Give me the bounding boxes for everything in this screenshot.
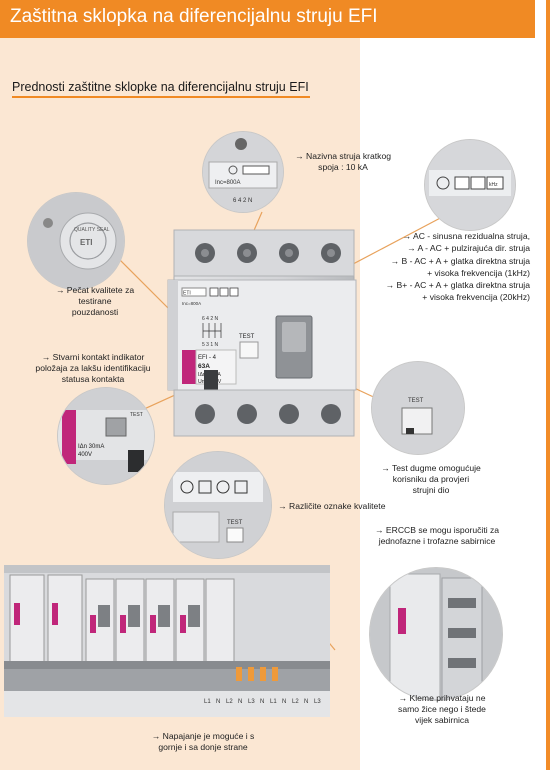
- busbar-mark: N: [260, 699, 264, 705]
- right-accent-strip: [546, 0, 550, 770]
- quality-seal-circle: QUALITY SEAL ETI: [28, 193, 124, 289]
- short-circuit-detail-circle: Inc=800A 6 4 2 N: [203, 132, 283, 212]
- busbar-mark: N: [238, 699, 242, 705]
- busbar-photo: L1 N L2 N L3 N L1 N L2 N L3: [4, 565, 330, 717]
- eti-brand-bar: [182, 350, 196, 384]
- busbar-mark: L2: [226, 699, 233, 705]
- page-title: Zaštitna sklopka na diferencijalnu struj…: [10, 6, 378, 27]
- residual-types-detail-circle: kHz: [425, 140, 515, 230]
- section-heading-underline: [12, 96, 310, 98]
- busbar-mark: L1: [204, 699, 211, 705]
- device-model-label: EFI - 4: [198, 355, 217, 361]
- test-button-shape: [239, 341, 259, 359]
- device-rating-label: 63A: [198, 363, 210, 370]
- svg-text:TEST: TEST: [130, 412, 143, 418]
- seal-mark: ETI: [80, 238, 92, 247]
- busbar-mark: L3: [314, 699, 321, 705]
- callout-residual-types: → AC - sinusna rezidualna struja, → A - …: [385, 231, 531, 303]
- callout-contact-indicator: → Stvarni kontakt indikator položaja za …: [35, 352, 151, 384]
- busbar-mark: N: [282, 699, 286, 705]
- quality-marks-circle: TEST: [165, 452, 271, 558]
- svg-text:TEST: TEST: [408, 398, 424, 404]
- device-test-label: TEST: [239, 334, 255, 340]
- device-terminals-top: 6 4 2 N: [202, 316, 219, 322]
- device-illustration: EFI - 4 63A IΔn 30mA Un ~400V ETI Inc=80…: [167, 229, 357, 437]
- svg-text:kHz: kHz: [489, 182, 498, 188]
- svg-text:TEST: TEST: [227, 520, 243, 526]
- busbar-mark: L2: [292, 699, 299, 705]
- svg-text:400V: 400V: [78, 452, 92, 458]
- contact-indicator-circle: IΔn 30mA 400V TEST: [58, 388, 154, 484]
- seal-text: QUALITY SEAL: [74, 227, 110, 233]
- callout-supply: → Napajanje je moguće i s gornje i sa do…: [151, 731, 255, 752]
- test-button-circle: TEST: [372, 362, 464, 454]
- connector-quality-seal: [114, 254, 171, 311]
- busbar-mark: N: [304, 699, 308, 705]
- busbar-mark: N: [216, 699, 220, 705]
- device-terminals-bottom: 5 3 1 N: [202, 342, 219, 348]
- busbar-mark: L1: [270, 699, 277, 705]
- contact-indicator-window: [204, 370, 218, 390]
- callout-quality-marks: → Različite oznake kvalitete: [278, 501, 386, 511]
- svg-text:Inc=800A: Inc=800A: [215, 180, 241, 186]
- title-bar: Zaštitna sklopka na diferencijalnu struj…: [0, 0, 535, 38]
- device-brand-label: ETI: [183, 291, 191, 297]
- callout-terminals: → Kleme prihvataju ne samo žice nego i š…: [398, 693, 486, 725]
- terminals-detail-circle: [370, 568, 502, 700]
- callout-test-button: → Test dugme omogućuje korisniku da prov…: [381, 463, 481, 495]
- svg-text:IΔn 30mA: IΔn 30mA: [78, 444, 104, 450]
- callout-quality-seal: → Pečat kvalitete za testirane pouzdanos…: [55, 285, 135, 317]
- device-short-circuit-label: Inc=800A: [182, 301, 201, 306]
- busbar-mark: L3: [248, 699, 255, 705]
- callout-short-circuit: → Nazivna struja kratkog spoja : 10 kA: [295, 151, 391, 172]
- svg-text:6 4 2 N: 6 4 2 N: [233, 198, 252, 204]
- callout-busbar: → ERCCB se mogu isporučiti za jednofazne…: [374, 525, 500, 546]
- section-heading: Prednosti zaštitne sklopke na diferencij…: [12, 80, 309, 94]
